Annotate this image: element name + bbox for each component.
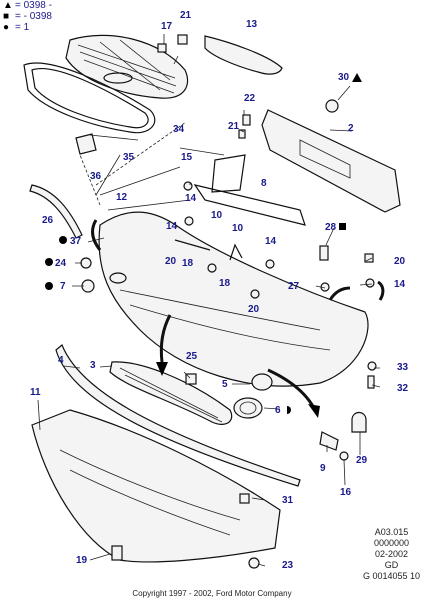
leader-lines — [37, 34, 381, 567]
callout-20: 20 — [394, 256, 406, 267]
callout-34: 34 — [173, 124, 185, 135]
fasteners — [80, 34, 377, 569]
plate-part — [204, 35, 283, 75]
callout-16: 16 — [340, 487, 352, 498]
callout-35: 35 — [123, 152, 135, 163]
callout-23: 23 — [282, 560, 294, 571]
callout-29: 29 — [356, 455, 368, 466]
callout-15: 15 — [181, 152, 193, 163]
bracket-part — [75, 133, 97, 155]
support-bracket-part — [193, 154, 306, 226]
callout-10: 10 — [232, 223, 244, 234]
legend-text: = 1 — [15, 22, 30, 33]
callout-5: 5 — [222, 379, 228, 390]
callout-11: 11 — [30, 387, 41, 398]
callout-37: 37 — [70, 236, 82, 247]
callout-17: 17 — [161, 21, 173, 32]
callout-26: 26 — [42, 215, 54, 226]
callout-18: 18 — [219, 278, 231, 289]
reference-line: A03.015 — [374, 527, 409, 537]
callout-9: 9 — [320, 463, 326, 474]
legend-text: = 0398 - — [15, 0, 52, 11]
reference-line: 0000000 — [373, 538, 409, 548]
lower-grille-part — [109, 361, 233, 425]
copyright-text: Copyright 1997 - 2002, Ford Motor Compan… — [132, 589, 292, 598]
reference-block: A03.015 0000000 02-2002 GD G 0014055 10 — [363, 527, 420, 582]
absorber-part — [261, 109, 401, 213]
square-icon: ■ — [3, 11, 10, 22]
callout-21: 21 — [180, 10, 192, 21]
callout-12: 12 — [116, 192, 128, 203]
callout-33: 33 — [397, 362, 409, 373]
undertray-part — [31, 409, 281, 563]
reference-line: GD — [384, 560, 399, 570]
callout-21: 21 — [228, 121, 240, 132]
legend-row: ▲= 0398 - — [3, 0, 52, 11]
callout-36: 36 — [90, 171, 102, 182]
circle-marker — [45, 282, 53, 290]
circle-marker — [45, 258, 53, 266]
callout-3: 3 — [90, 360, 96, 371]
callout-14: 14 — [166, 221, 178, 232]
callout-13: 13 — [246, 19, 258, 30]
callout-27: 27 — [288, 281, 300, 292]
callout-31: 31 — [282, 495, 294, 506]
callout-10: 10 — [211, 210, 223, 221]
half-circle-marker — [287, 406, 291, 414]
callout-4: 4 — [58, 355, 64, 366]
spoiler-part — [55, 344, 301, 487]
symbol-legend: ▲= 0398 - ■ = - 0398 ● = 1 — [3, 0, 52, 33]
callout-30: 30 — [338, 72, 350, 83]
callout-20: 20 — [165, 256, 177, 267]
square-marker — [339, 223, 346, 230]
callout-32: 32 — [397, 383, 409, 394]
callout-14: 14 — [265, 236, 277, 247]
callout-25: 25 — [186, 351, 198, 362]
circle-icon: ● — [3, 22, 10, 33]
legend-text: = - 0398 — [15, 11, 52, 22]
reference-line: G 0014055 10 — [362, 571, 420, 581]
callout-7: 7 — [60, 281, 66, 292]
callout-14: 14 — [185, 193, 197, 204]
callout-2: 2 — [348, 123, 354, 134]
grille-seal-part — [23, 62, 156, 134]
moulding-part — [29, 184, 83, 239]
callout-24: 24 — [55, 258, 67, 269]
bumper-cover-part — [98, 211, 369, 387]
callout-6: 6 — [275, 405, 281, 416]
callout-18: 18 — [182, 258, 194, 269]
dashed-leader — [79, 121, 187, 206]
legend-row: ■ = - 0398 — [3, 11, 52, 22]
curved-arrows — [91, 219, 385, 418]
reference-line: 02-2002 — [374, 549, 408, 559]
circle-marker — [59, 236, 67, 244]
callout-14: 14 — [394, 279, 406, 290]
callout-22: 22 — [244, 93, 256, 104]
fog-lamp-part — [233, 397, 263, 419]
legend-row: ● = 1 — [3, 22, 52, 33]
grille-part — [65, 34, 189, 99]
callout-28: 28 — [325, 222, 337, 233]
callout-20: 20 — [248, 304, 260, 315]
callout-8: 8 — [261, 178, 267, 189]
triangle-marker — [352, 73, 362, 82]
callout-19: 19 — [76, 555, 88, 566]
bezel-part — [251, 373, 273, 391]
triangle-icon: ▲ — [3, 0, 13, 11]
callout-labels: 17 21 13 30 22 21 2 34 35 15 36 8 12 14 … — [30, 10, 409, 571]
